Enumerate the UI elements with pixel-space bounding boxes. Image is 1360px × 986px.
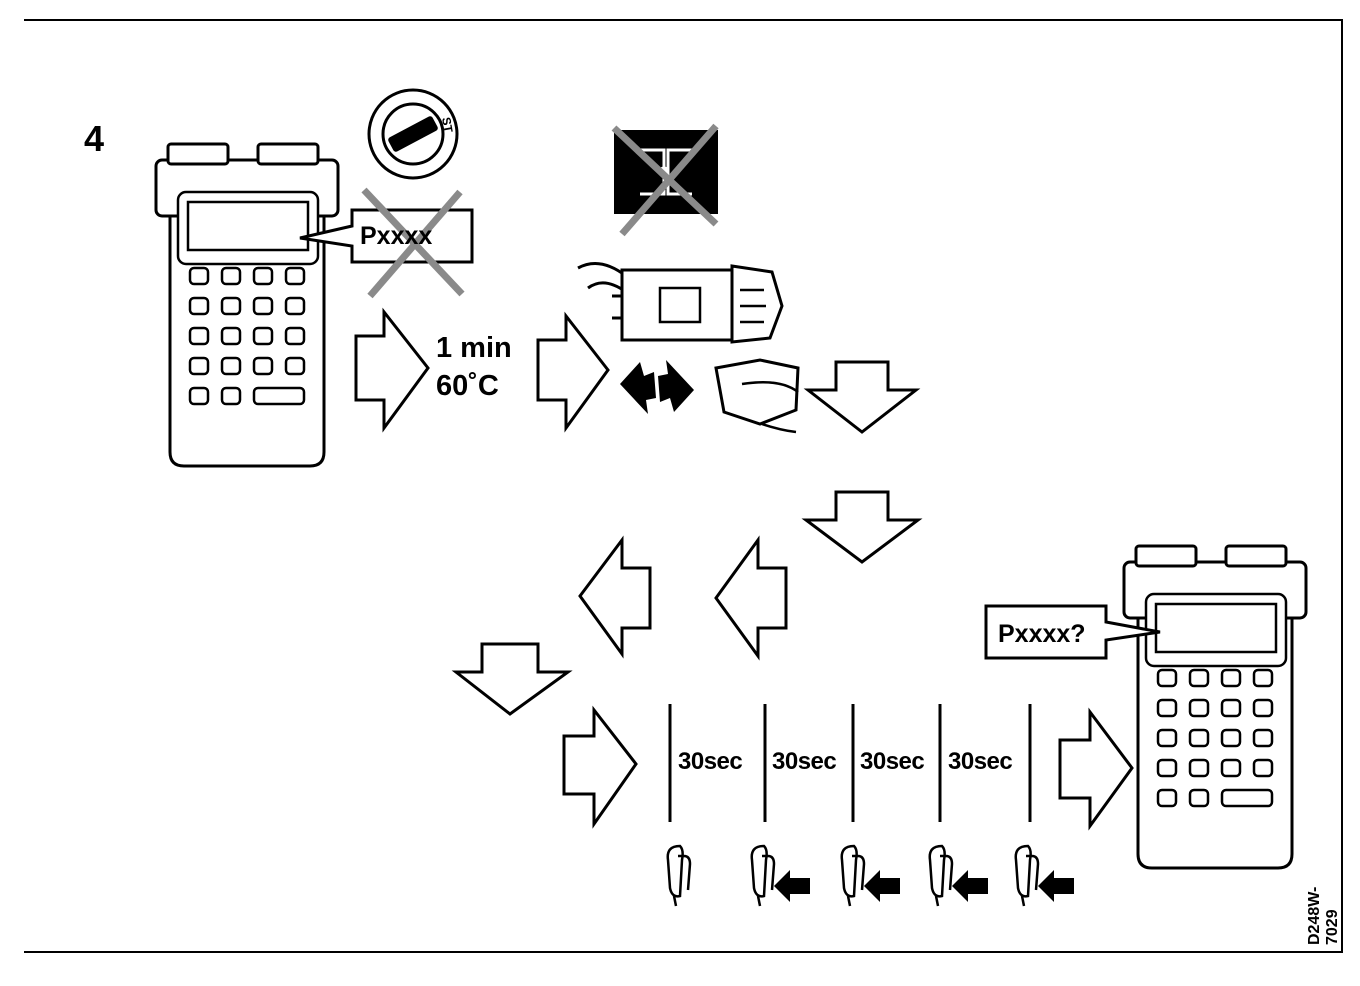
arrow-down-1: [803, 360, 921, 434]
interval-label: 30sec: [678, 748, 743, 775]
cross-mark: [367, 189, 463, 299]
arrow-right-1: [354, 307, 430, 433]
arrow-right-3: [562, 705, 638, 829]
wait-time-label: 1 min: [436, 332, 512, 364]
callout-text-left: Pxxxx: [360, 222, 433, 250]
diagnostic-tester-left: [154, 142, 340, 468]
throttle-pedal-icon: [840, 844, 900, 908]
arrow-right-4: [1058, 707, 1134, 831]
flow-arrows: [354, 307, 1134, 831]
arrow-down-2: [801, 490, 923, 564]
ignition-switch-icon: ST: [367, 88, 459, 180]
step-number: 4: [84, 118, 105, 159]
diagnostic-tester-right: [1122, 544, 1308, 870]
connector-icon: [577, 262, 784, 344]
temperature-label: 60˚C: [436, 370, 499, 402]
callout-box-right: [984, 604, 1161, 660]
arrow-down-3: [451, 642, 573, 716]
svg-text:ST: ST: [439, 116, 456, 134]
callout-text-right: Pxxxx?: [998, 620, 1086, 648]
throttle-pedal-icon: [1014, 844, 1074, 908]
arrow-left-1: [578, 535, 652, 659]
throttle-pedal-icon: [750, 844, 810, 908]
throttle-pedal-icon: [928, 844, 988, 908]
ac-off-icon: [611, 123, 719, 237]
throttle-pedal-icon: [666, 844, 692, 908]
interval-label: 30sec: [772, 748, 837, 775]
arrow-left-2: [714, 535, 788, 661]
figure-id: D248W-7029: [1306, 886, 1341, 945]
interval-label: 30sec: [860, 748, 925, 775]
page-border: [24, 19, 1343, 953]
interval-label: 30sec: [948, 748, 1013, 775]
arrow-right-2: [536, 311, 610, 433]
plug-icon: [714, 358, 800, 434]
timeline: [668, 704, 1032, 822]
connect-arrows: [620, 360, 694, 414]
callout-box-left: [299, 187, 474, 299]
